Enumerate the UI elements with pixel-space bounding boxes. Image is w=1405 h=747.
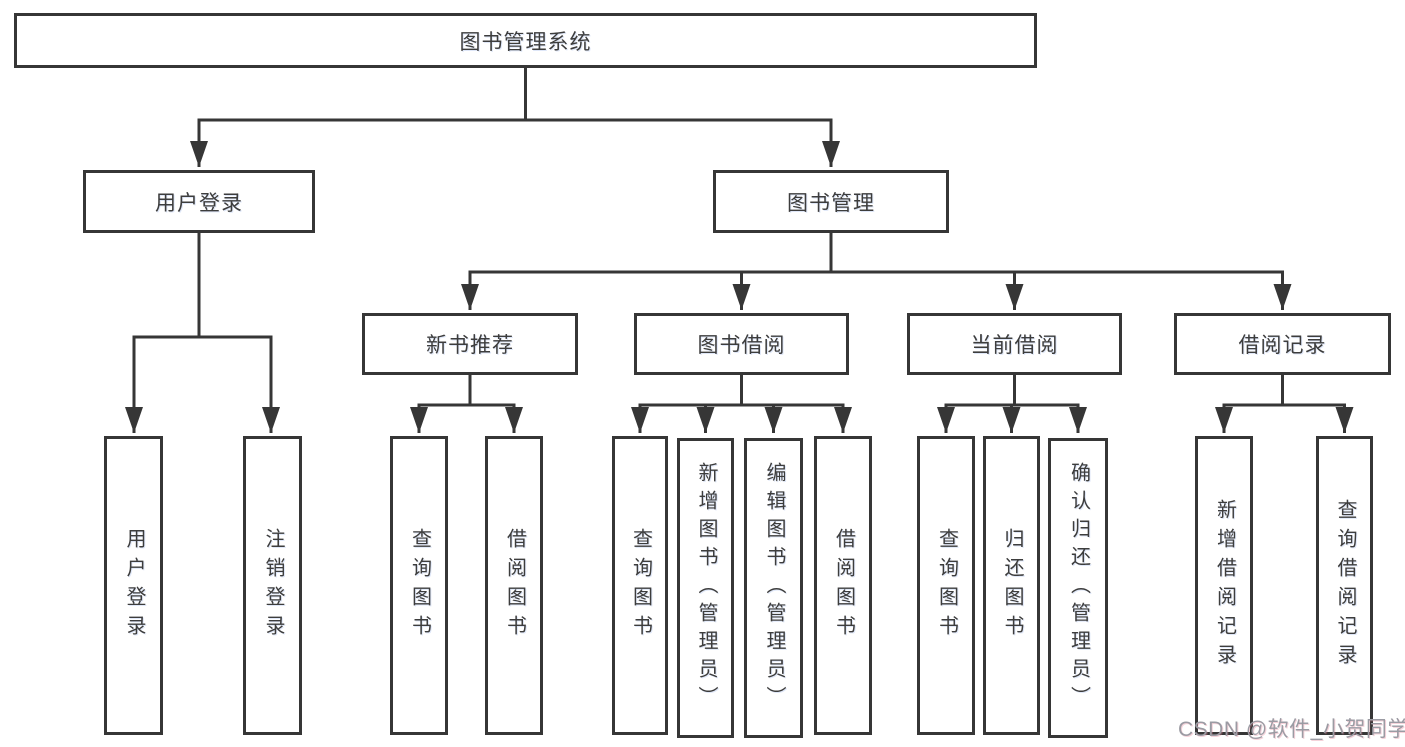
connector-borrow-record-children: [1215, 375, 1354, 433]
connector-new-book-children: [410, 375, 523, 433]
leaf-add-borrow-record: 新增借阅记录: [1195, 436, 1253, 735]
connector-book-management-children: [461, 233, 1292, 310]
node-borrowing-records: 借阅记录: [1174, 313, 1391, 375]
leaf-return-books: 归还图书: [983, 436, 1040, 735]
leaf-confirm-return-admin: 确认归还（管理员）: [1048, 438, 1108, 738]
node-book-management: 图书管理: [713, 170, 949, 233]
leaf-add-books-admin: 新增图书（管理员）: [677, 438, 734, 738]
node-user-login: 用户登录: [83, 170, 315, 233]
node-new-book-recommendation: 新书推荐: [362, 313, 578, 375]
connector-book-borrow-children: [631, 375, 852, 433]
leaf-logout: 注销登录: [243, 436, 302, 735]
connector-current-borrow-children: [937, 375, 1087, 433]
leaf-edit-books-admin: 编辑图书（管理员）: [744, 438, 803, 738]
watermark: CSDN @软件_小贺同学: [1178, 718, 1405, 741]
leaf-borrow-books: 借阅图书: [485, 436, 543, 735]
node-current-borrowing: 当前借阅: [907, 313, 1122, 375]
leaf-query-books-3: 查询图书: [917, 436, 975, 735]
connector-user-login-children: [125, 233, 280, 433]
leaf-borrow-books-2: 借阅图书: [814, 436, 872, 735]
leaf-user-login: 用户登录: [104, 436, 163, 735]
leaf-query-borrow-record: 查询借阅记录: [1316, 436, 1373, 735]
connector-root-to-level2: [190, 68, 840, 167]
node-library-management-system: 图书管理系统: [14, 13, 1037, 68]
leaf-query-books: 查询图书: [390, 436, 448, 735]
node-book-borrowing: 图书借阅: [634, 313, 849, 375]
leaf-query-books-2: 查询图书: [612, 436, 668, 735]
